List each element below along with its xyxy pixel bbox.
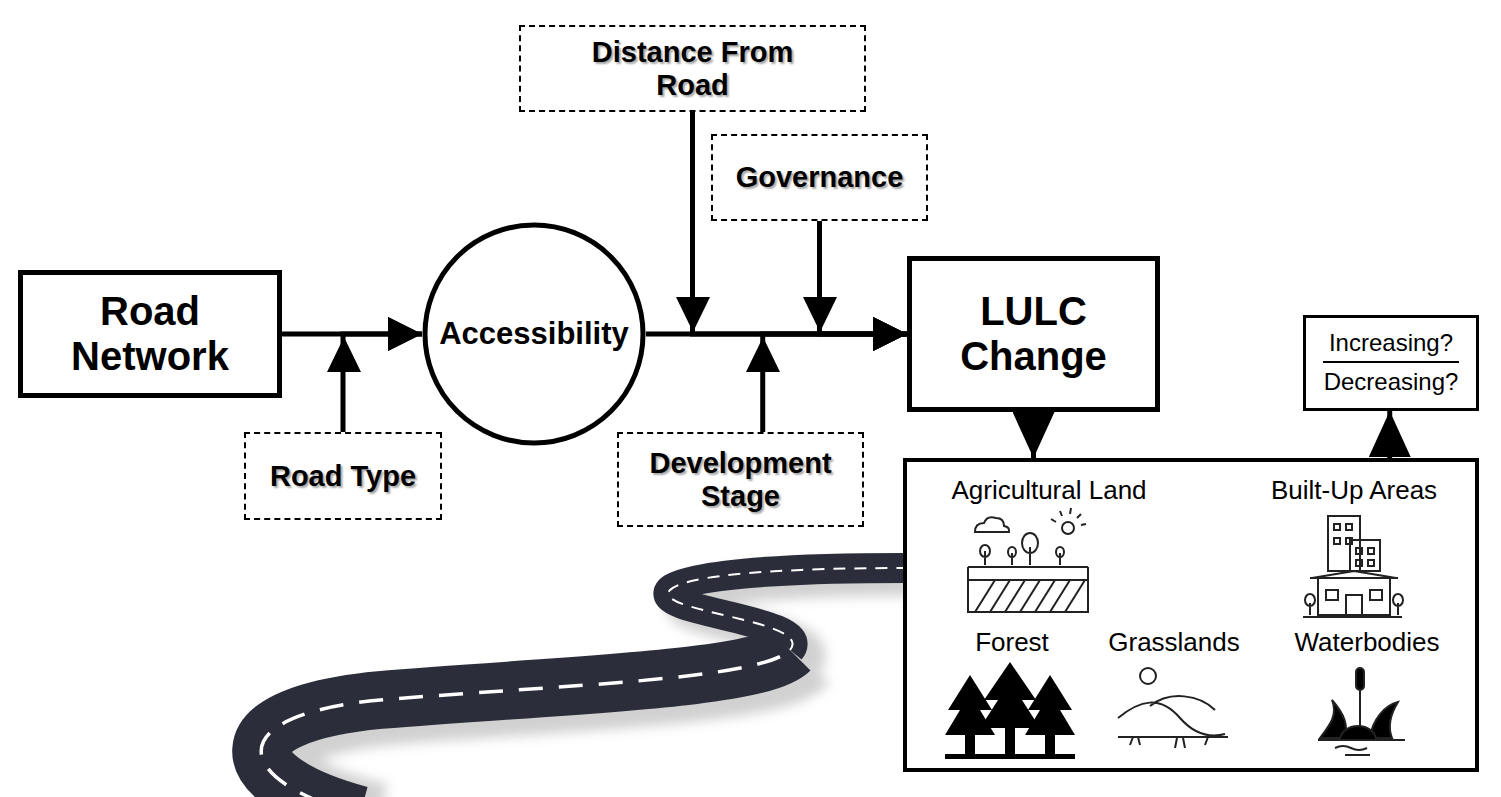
buildings-icon — [1303, 516, 1403, 617]
doors — [1326, 590, 1382, 615]
tree — [980, 662, 1040, 728]
road-centerline-upper — [668, 568, 905, 650]
process-box: Road Network — [18, 270, 282, 398]
reed — [1359, 690, 1361, 735]
hills — [1118, 696, 1225, 735]
node-label: Governance — [736, 161, 904, 193]
road-upper — [668, 568, 905, 650]
process-box: LULC Change — [907, 256, 1160, 412]
ground — [945, 754, 1075, 759]
factor-box: Distance From Road — [519, 25, 866, 112]
tree — [1022, 533, 1038, 565]
connector-arrow — [282, 332, 422, 337]
process-box: Increasing? Decreasing? — [1303, 315, 1479, 411]
land-cover-label: Built-Up Areas — [1271, 476, 1437, 505]
bushes — [1305, 594, 1403, 615]
tower — [1328, 516, 1360, 571]
sun — [1062, 522, 1074, 534]
process-circle: Accessibility — [422, 222, 646, 446]
wetland-icon — [1318, 668, 1405, 755]
bush — [1340, 726, 1376, 740]
road-shadow-lower — [281, 662, 805, 797]
trunk — [1005, 728, 1015, 757]
tree — [980, 545, 990, 565]
field-edge — [968, 567, 1088, 612]
field-rows — [975, 580, 1085, 612]
connector-arrow — [343, 334, 422, 432]
connector-arrow — [1387, 411, 1392, 458]
road-lower — [261, 650, 790, 797]
connector-arrow — [763, 334, 907, 432]
road-shadow-upper — [683, 578, 910, 662]
road-centerline-lower — [261, 650, 790, 797]
plants — [1320, 700, 1398, 738]
tree — [1056, 547, 1064, 565]
node-label: Decreasing? — [1318, 367, 1465, 398]
agriculture-icon — [968, 508, 1088, 612]
node-label: LULC Change — [929, 289, 1139, 379]
land-cover-label: Waterbodies — [1295, 628, 1440, 657]
grassland-icon — [1118, 668, 1228, 748]
trunk — [1045, 735, 1055, 757]
junction-arrow-head — [803, 297, 837, 332]
trunk — [965, 735, 975, 757]
factor-box: Governance — [711, 134, 928, 221]
sun — [1140, 668, 1156, 684]
node-label: Increasing? — [1323, 328, 1459, 363]
junction-arrow-head — [746, 337, 780, 372]
road-shadow — [281, 578, 910, 797]
windows — [1334, 524, 1374, 566]
cloud — [975, 517, 1009, 532]
land-cover-label: Agricultural Land — [951, 476, 1146, 505]
forest-icon — [945, 662, 1075, 759]
node-label: Road Type — [270, 460, 416, 492]
ground — [1118, 737, 1228, 748]
land-cover-label: Forest — [975, 628, 1049, 657]
connector-arrow — [693, 112, 908, 334]
factor-box: Development Stage — [617, 432, 864, 527]
connector-arrow — [1031, 412, 1036, 458]
node-label: Accessibility — [439, 317, 629, 352]
node-label: Road Network — [45, 289, 255, 379]
circle-shape — [425, 225, 643, 443]
sun-rays — [1051, 508, 1086, 525]
house — [1310, 571, 1398, 615]
water — [1318, 740, 1405, 755]
land-cover-label: Grasslands — [1108, 628, 1240, 657]
tree — [1025, 675, 1075, 735]
factor-box: Road Type — [244, 432, 442, 520]
connector-arrow — [820, 221, 908, 334]
reed-head — [1356, 668, 1364, 690]
node-label: Development Stage — [626, 447, 856, 512]
junction-arrow-head — [327, 337, 361, 372]
tree — [945, 675, 995, 735]
tower — [1350, 540, 1380, 571]
process-box: Agricultural Land Built-Up AreasForest Gra… — [903, 458, 1479, 772]
connector-arrow — [646, 332, 907, 337]
node-label: Distance From Road — [578, 36, 808, 101]
tree — [1008, 547, 1016, 565]
ground — [1303, 616, 1402, 618]
junction-heads — [327, 297, 837, 372]
junction-arrow-head — [676, 297, 710, 332]
